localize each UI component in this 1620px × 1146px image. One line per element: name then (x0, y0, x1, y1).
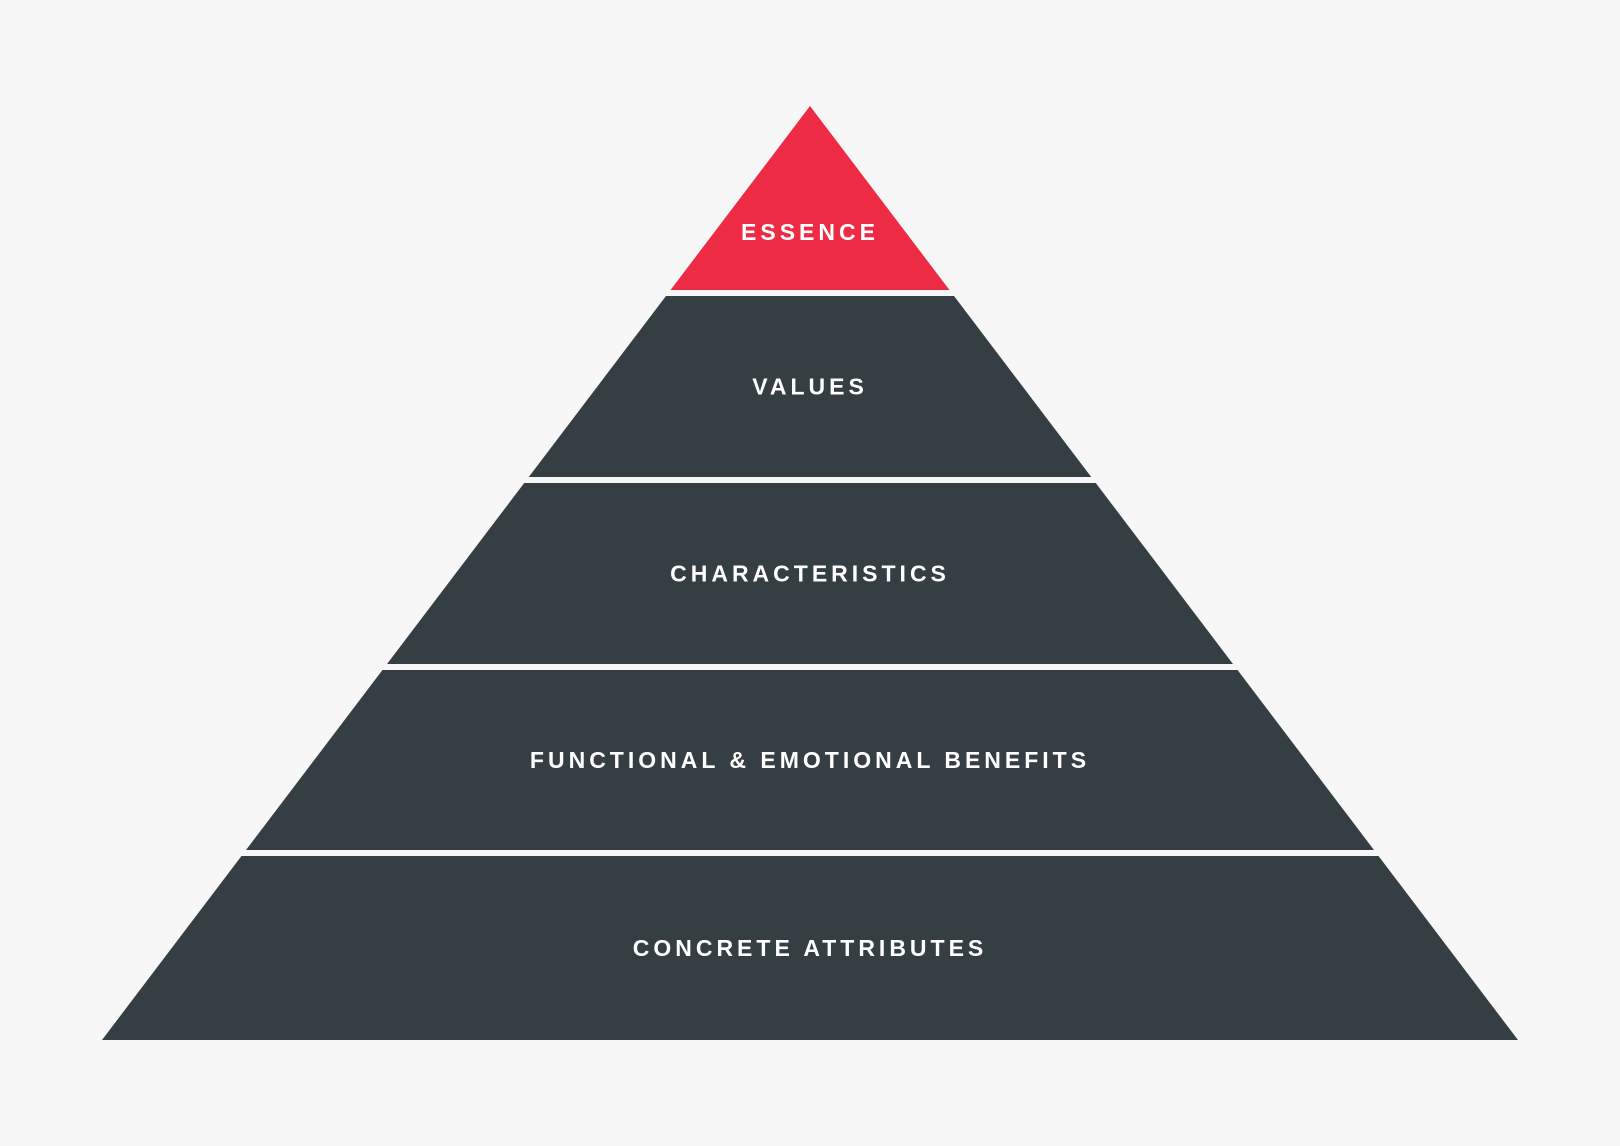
pyramid-tier-5 (102, 856, 1518, 1040)
pyramid-tier-label-5: CONCRETE ATTRIBUTES (633, 935, 988, 961)
pyramid-tier-label-2: VALUES (752, 374, 868, 400)
pyramid-tier-4 (246, 670, 1374, 850)
pyramid-tier-1 (670, 106, 950, 290)
pyramid-tier-label-1: ESSENCE (741, 219, 879, 245)
pyramid-labels: ESSENCE VALUES CHARACTERISTICS FUNCTIONAL &… (530, 219, 1090, 961)
pyramid-tier-3 (387, 483, 1233, 664)
pyramid-tier-label-3: CHARACTERISTICS (670, 561, 950, 587)
pyramid-tiers (102, 106, 1518, 1040)
pyramid-tier-2 (528, 296, 1092, 477)
pyramid-tier-label-4: FUNCTIONAL & EMOTIONAL BENEFITS (530, 747, 1090, 773)
